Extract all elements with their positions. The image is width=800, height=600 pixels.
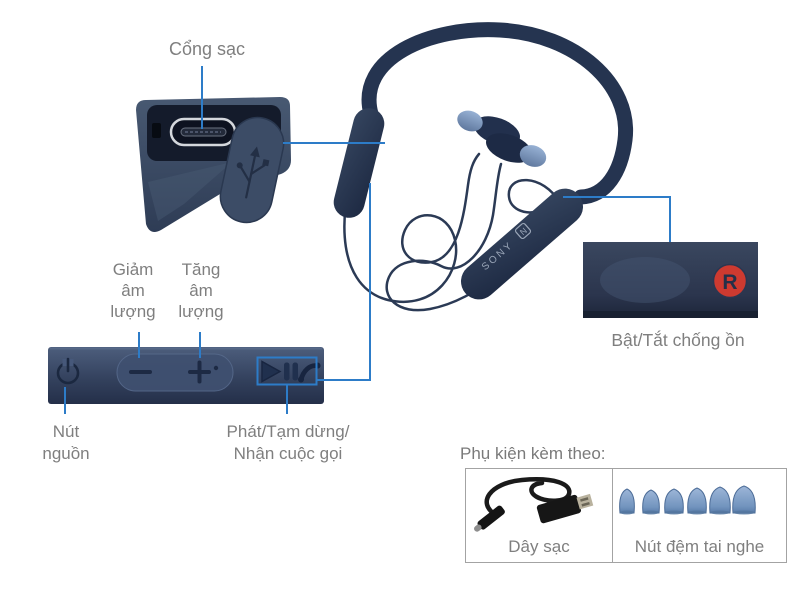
device-facet [148,162,232,221]
earbud-left-tip [457,110,483,132]
noise-cancel-button [600,257,690,303]
volume-down-label-line3: lượng [110,302,156,321]
accessory-eartips-cell: Nút đệm tai nghe [613,469,786,562]
control-strip-photo [48,347,324,404]
callout-line-noise-cancel [563,196,671,242]
headphones-photo: SONY N [333,22,634,312]
earbud-wire-left [343,136,481,303]
neckband-band [361,22,634,205]
charging-port-photo [136,97,291,232]
play-pause-call-highlight-box [256,356,318,386]
accessories-box: Dây sạc [465,468,787,563]
power-button-label-line2: nguồn [42,444,90,463]
svg-text:N: N [518,226,529,238]
volume-up-label: Tăng âm lượng [178,259,223,322]
plus-icon [188,360,211,384]
noise-cancel-edge [583,311,758,318]
minus-icon [129,370,152,374]
accessories-heading: Phụ kiện kèm theo: [460,444,606,463]
cable-label: Dây sạc [508,537,570,556]
earbud-wire-right [385,162,562,312]
play-pause-call-label: Phát/Tạm dừng/ Nhận cuộc gọi [227,421,350,465]
play-pause-call-label-line2: Nhận cuộc gọi [233,444,343,463]
usb-c-tongue [180,127,227,137]
eartips-label: Nút đệm tai nghe [634,537,765,556]
volume-up-label-line2: âm [189,281,213,300]
earbud-right-tip [519,145,547,167]
power-icon [56,357,80,385]
port-cover-flap [219,116,285,224]
usb-a-connector [536,493,594,524]
usb-trident-icon [236,146,270,199]
power-button-label: Nút nguồn [42,421,89,465]
right-channel-letter: R [722,271,737,294]
callout-lines [64,66,671,414]
noise-cancel-label: Bật/Tắt chống ồn [611,330,745,350]
volume-up-label-line1: Tăng [181,260,221,279]
volume-down-label: Giảm âm lượng [110,259,155,322]
power-button-label-line1: Nút [52,422,80,441]
volume-down-label-line1: Giảm [112,260,154,279]
charging-port-label: Cổng sạc [168,39,246,59]
callout-line-strip-to-band [316,183,371,381]
pause-icon [284,362,298,381]
accessory-cable-cell: Dây sạc [466,469,613,562]
play-icon [261,360,282,383]
right-arm [460,188,584,300]
volume-rocker [116,353,234,392]
usb-c-connector [474,505,505,532]
noise-cancel-photo: R [583,242,758,318]
tactile-dot [213,365,219,371]
side-slot [152,123,161,138]
play-pause-call-label-line1: Phát/Tạm dừng/ [226,422,350,441]
nfc-n-mark-icon: N [514,222,532,240]
strip-highlight [50,347,322,350]
left-arm [333,108,385,218]
volume-down-label-line2: âm [121,281,145,300]
right-channel-badge: R [712,263,748,299]
usb-cable-icon [474,477,594,532]
volume-up-label-line3: lượng [178,302,224,321]
eartips-icon [619,485,756,515]
